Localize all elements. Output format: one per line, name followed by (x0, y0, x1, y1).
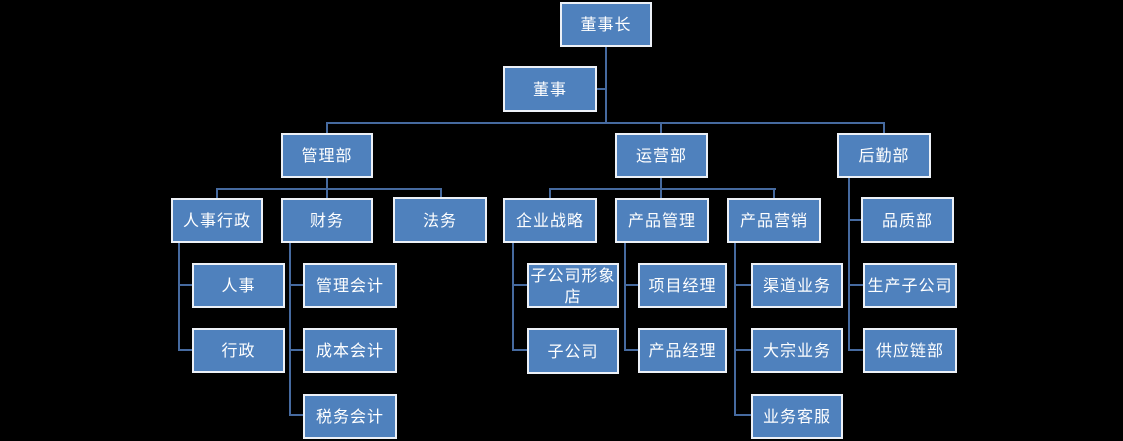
org-node-label: 生产子公司 (867, 276, 953, 295)
org-node-label: 董事 (532, 79, 567, 99)
org-node-label: 人事 (221, 276, 256, 295)
connector-hr-admin-hang (178, 243, 180, 351)
org-node-production-subsidiary[interactable]: 生产子公司 (863, 263, 957, 308)
connector-chairman-drop (605, 47, 607, 124)
connector-management-accounting-stub (289, 284, 303, 286)
connector-corporate-strategy-hang (512, 243, 514, 351)
org-node-subsidiary-flagship-store[interactable]: 子公司形象店 (527, 263, 619, 308)
org-node-cost-accounting[interactable]: 成本会计 (303, 328, 397, 373)
connector-management-dept-drop (326, 122, 328, 134)
org-node-label: 管理会计 (315, 276, 384, 295)
org-node-label: 法务 (422, 210, 457, 230)
connector-product-marketing-drop (773, 188, 775, 198)
connector-customer-service-stub (734, 414, 751, 416)
connector-product-management-hang (624, 243, 626, 351)
connector-management-children-drop (326, 178, 328, 190)
org-node-label: 产品管理 (627, 211, 696, 230)
org-node-hr[interactable]: 人事 (192, 263, 285, 308)
org-node-label: 董事长 (580, 15, 632, 34)
org-node-label: 供应链部 (875, 341, 944, 360)
connector-tax-accounting-stub (289, 414, 303, 416)
org-node-bulk-business[interactable]: 大宗业务 (751, 328, 843, 373)
org-node-customer-service[interactable]: 业务客服 (751, 394, 843, 439)
org-node-label: 行政 (221, 341, 256, 360)
org-node-legal[interactable]: 法务 (393, 197, 487, 243)
org-node-hr-admin[interactable]: 人事行政 (171, 198, 263, 243)
org-node-label: 人事行政 (182, 211, 251, 230)
org-node-label: 子公司 (547, 341, 599, 361)
connector-assistant-stub (597, 88, 607, 90)
org-node-product-marketing[interactable]: 产品营销 (727, 198, 821, 243)
org-node-label: 税务会计 (315, 407, 384, 426)
org-node-tax-accounting[interactable]: 税务会计 (303, 394, 397, 439)
org-node-label: 财务 (309, 211, 344, 230)
org-node-label: 项目经理 (648, 276, 717, 295)
connector-operations-children-bus (549, 188, 776, 190)
org-node-label: 子公司形象店 (530, 265, 616, 306)
org-node-label: 管理部 (301, 146, 353, 165)
org-node-admin[interactable]: 行政 (192, 328, 285, 373)
connector-quality-dept-stub (848, 219, 861, 221)
org-node-management-dept[interactable]: 管理部 (281, 133, 373, 178)
org-node-label: 大宗业务 (762, 341, 831, 360)
connector-finance-drop (326, 188, 328, 198)
connector-project-manager-stub (624, 284, 638, 286)
connector-flagship-store-stub (512, 284, 527, 286)
org-node-label: 成本会计 (315, 341, 384, 360)
org-node-logistics-dept[interactable]: 后勤部 (837, 133, 931, 178)
org-node-project-manager[interactable]: 项目经理 (638, 263, 727, 308)
org-node-director[interactable]: 董事 (503, 66, 597, 112)
connector-admin-stub (178, 349, 192, 351)
org-node-label: 产品营销 (739, 211, 808, 230)
org-node-supply-chain-dept[interactable]: 供应链部 (863, 328, 957, 373)
org-node-channel-business[interactable]: 渠道业务 (751, 263, 843, 308)
org-node-label: 渠道业务 (762, 276, 831, 295)
org-node-operations-dept[interactable]: 运营部 (615, 133, 708, 178)
org-node-corporate-strategy[interactable]: 企业战略 (503, 198, 597, 243)
connector-cost-accounting-stub (289, 349, 303, 351)
connector-level2-bus (326, 122, 885, 124)
connector-bulk-business-stub (734, 349, 751, 351)
org-node-chairman[interactable]: 董事长 (560, 2, 652, 47)
connector-subsidiary-stub (512, 349, 527, 351)
org-node-management-accounting[interactable]: 管理会计 (303, 263, 397, 308)
connector-production-subsidiary-stub (848, 284, 863, 286)
connector-hr-stub (178, 284, 192, 286)
connector-operations-children-drop (660, 178, 662, 190)
org-node-finance[interactable]: 财务 (281, 198, 373, 243)
org-node-label: 后勤部 (858, 146, 910, 165)
org-node-label: 运营部 (635, 146, 687, 165)
org-node-label: 产品经理 (648, 341, 717, 360)
connector-supply-chain-stub (848, 349, 863, 351)
connector-finance-hang (289, 243, 291, 416)
connector-legal-drop (440, 188, 442, 198)
connector-management-children-bus (216, 188, 442, 190)
org-node-product-management[interactable]: 产品管理 (615, 198, 709, 243)
org-node-label: 品质部 (881, 210, 933, 230)
org-node-label: 企业战略 (515, 211, 584, 230)
org-node-product-manager[interactable]: 产品经理 (638, 328, 727, 373)
connector-product-manager-stub (624, 349, 638, 351)
org-node-quality-dept[interactable]: 品质部 (861, 197, 954, 243)
connector-product-marketing-hang (734, 243, 736, 416)
connector-logistics-dept-drop (883, 122, 885, 134)
connector-logistics-hang (848, 178, 850, 351)
connector-product-management-drop (660, 188, 662, 198)
connector-hr-admin-drop (216, 188, 218, 198)
org-node-subsidiary[interactable]: 子公司 (527, 328, 619, 374)
connector-corporate-strategy-drop (549, 188, 551, 198)
org-node-label: 业务客服 (762, 407, 831, 426)
connector-channel-business-stub (734, 284, 751, 286)
connector-operations-dept-drop (660, 122, 662, 134)
